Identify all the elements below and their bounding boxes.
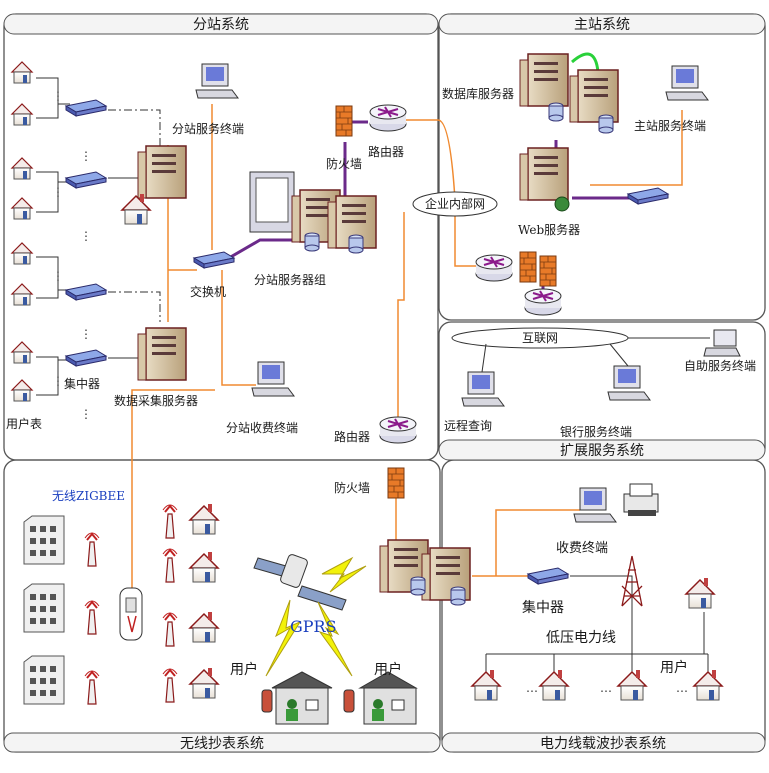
label-internet: 互联网 [522,331,558,345]
label-db-servers: 数据库服务器 [442,86,514,101]
svg-text:…: … [526,681,538,695]
satellite-icon [253,554,347,611]
branch-ellipsis-dots: ⋮ ⋮ ⋮ ⋮ ⋮ ⋮ ⋮ ⋮ [52,89,92,421]
plc-ellipsis: … … … [526,681,688,695]
svg-text:⋮: ⋮ [52,269,64,283]
switch-icon [193,251,235,269]
panel-title-bars [3,13,766,753]
label-collect-server: 数据采集服务器 [114,393,198,408]
label-plc-concentrator: 集中器 [522,599,564,616]
plc-concentrator-icon [527,567,569,585]
ext-lines [481,337,710,373]
label-user-a: 用户 [230,661,258,678]
label-firewall-top: 防火墙 [326,156,362,171]
diagram-labels: 分站服务终端 防火墙 路由器 数据库服务器 主站服务终端 企业内部网 Web服务… [6,86,756,678]
label-charge-terminal: 收费终端 [556,540,608,556]
svg-text:⋮: ⋮ [80,229,92,243]
intranet-router-icon [475,254,513,282]
intranet-firewall-icon [519,251,557,287]
label-router-mid: 路由器 [334,429,370,444]
panel-title-main: 主站系统 [574,17,630,33]
branch-user-houses [11,61,33,402]
label-branch-terminal: 分站服务终端 [172,121,244,136]
label-switch: 交换机 [190,284,226,299]
svg-text:⋮: ⋮ [52,374,64,388]
router-top-icon [369,104,407,132]
label-web-server: Web服务器 [518,222,580,237]
label-plc-user: 用户 [660,659,688,676]
main-hub-icon [627,187,669,205]
server-group [249,171,377,254]
label-zigbee: 无线ZIGBEE [52,489,125,503]
label-remote-query: 远程查询 [444,418,492,433]
web-server [519,147,570,212]
panel-title-ext: 扩展服务系统 [560,443,644,459]
zigbee-handheld-icon [119,587,143,641]
svg-text:⋮: ⋮ [52,89,64,103]
panel-title-branch: 分站系统 [193,17,249,33]
label-user-b: 用户 [374,661,402,678]
gprs-phones [261,689,355,713]
user-house-a [271,671,333,725]
svg-text:…: … [600,681,612,695]
panel-title-plc: 电力线载波抄表系统 [540,736,666,752]
mid-servers [379,539,471,606]
fee-terminal-pc [251,361,295,397]
printer-icon [623,483,659,516]
label-low-voltage: 低压电力线 [546,630,616,646]
label-user-meter: 用户表 [6,416,42,431]
router-mid-icon [379,416,417,444]
label-self-service: 自助服务终端 [684,358,756,373]
label-intranet: 企业内部网 [425,196,485,211]
branch-servers [121,145,187,381]
remote-query-pc [461,371,505,407]
svg-text:⋮: ⋮ [80,327,92,341]
bank-terminal-pc [607,365,651,401]
label-gprs: GPRS [290,617,337,636]
label-firewall-mid: 防火墙 [334,480,370,495]
label-main-terminal: 主站服务终端 [634,118,706,133]
svg-text:…: … [676,681,688,695]
firewall-mid-icon [387,467,405,499]
power-tower-icon [621,555,643,607]
intranet-cloud [412,191,498,217]
svg-text:⋮: ⋮ [80,149,92,163]
wireless-buildings [23,515,65,705]
user-house-b [358,671,418,725]
label-server-group: 分站服务器组 [254,272,326,287]
main-terminal-pc [665,65,709,101]
wireless-houses [189,503,219,699]
label-router-top: 路由器 [368,144,404,159]
gprs-bolts [265,556,367,677]
svg-text:⋮: ⋮ [80,407,92,421]
svg-text:⋮: ⋮ [52,185,64,199]
label-fee-terminal: 分站收费终端 [226,420,298,435]
label-concentrator: 集中器 [64,376,100,391]
panel-title-wireless: 无线抄表系统 [180,736,264,752]
branch-terminal-pc [195,63,239,99]
label-bank-terminal: 银行服务终端 [560,424,632,439]
self-service-laptop [703,329,741,357]
firewall-top-icon [335,105,353,137]
intranet-router2-icon [524,288,562,316]
db-servers [519,53,619,134]
charge-terminal-pc [573,487,617,523]
